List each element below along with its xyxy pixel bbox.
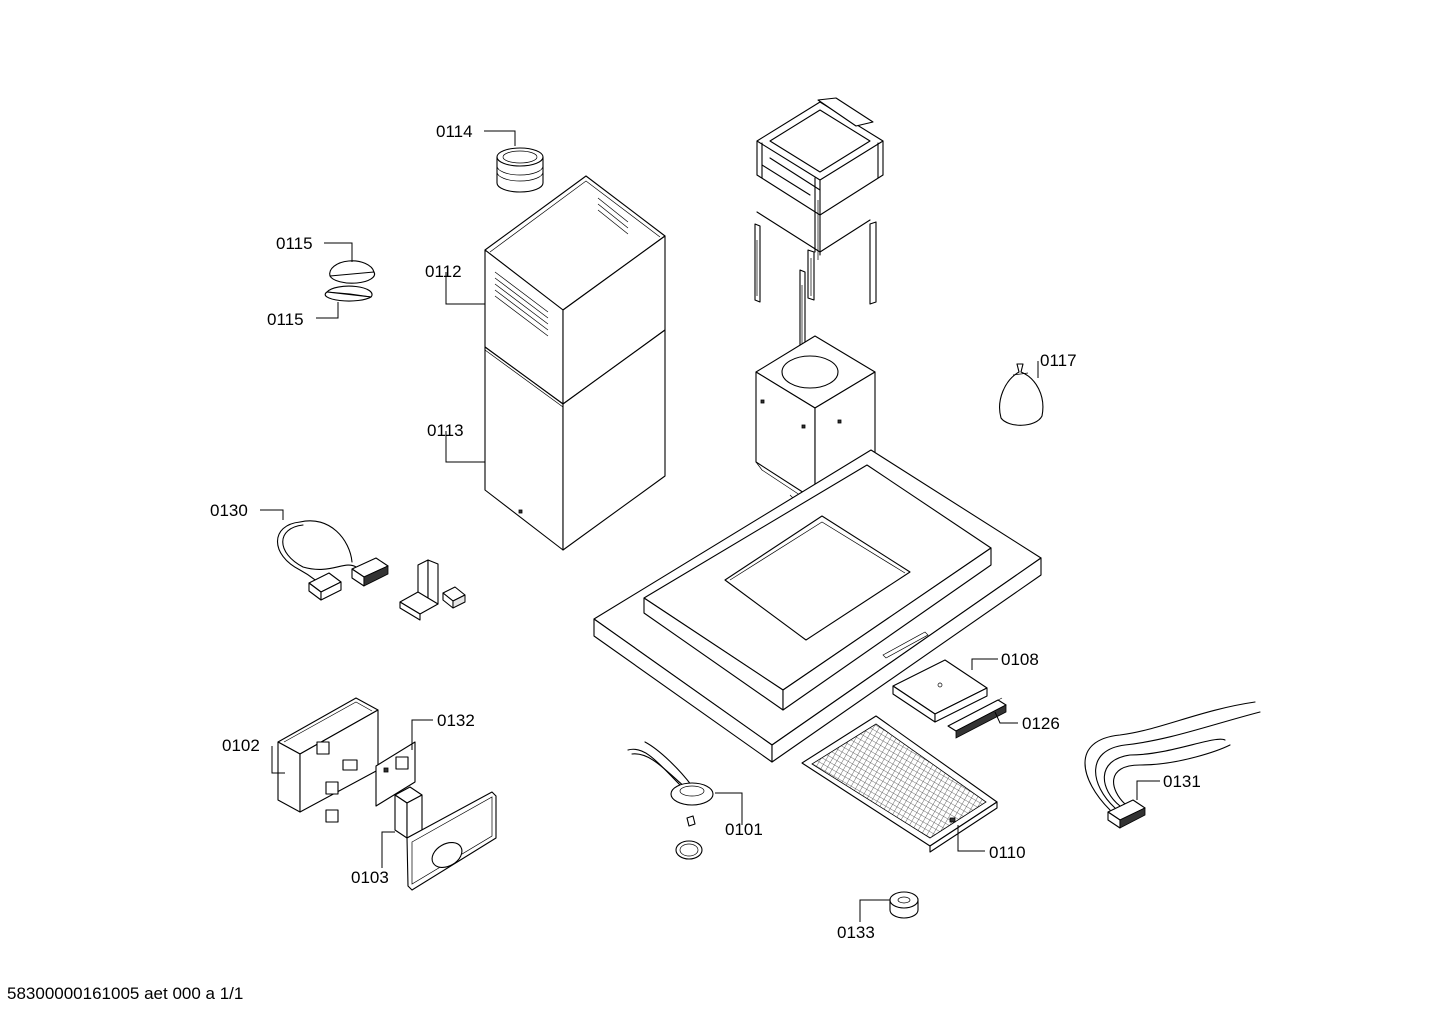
leader-lines [260,130,1160,922]
label-0115-lower: 0115 [267,310,304,329]
label-0132: 0132 [437,711,475,730]
label-0133: 0133 [837,923,875,942]
part-labels: 0114 0115 0115 0112 0113 0117 0130 0108 … [210,122,1201,942]
label-0110: 0110 [989,843,1026,862]
document-footer: 58300000161005 aet 000 a 1/1 [7,984,243,1003]
part-0114-duct-ring [496,147,544,193]
label-0130: 0130 [210,501,248,520]
label-0112: 0112 [425,262,462,281]
part-motor-frame [754,97,884,349]
part-hood-body [593,449,1042,763]
part-0133-tape-roll [889,891,919,919]
label-0103: 0103 [351,868,389,887]
part-cover-plate [406,791,497,891]
part-0131-wiring-harness [1084,701,1261,829]
label-0131: 0131 [1163,772,1201,791]
label-0102: 0102 [222,736,260,755]
label-0114: 0114 [436,122,473,141]
part-0130-cable [276,520,389,601]
part-0101-lamp [627,741,714,860]
part-0126-light-strip [947,697,1007,739]
label-0115-upper: 0115 [276,234,313,253]
part-bracket [399,559,466,621]
part-0112-0113-chimney [484,175,666,551]
part-0117-bag [999,363,1044,426]
label-0117: 0117 [1040,351,1077,370]
part-0115-clips [324,260,376,302]
part-0108-plate [892,659,988,723]
label-0101: 0101 [725,820,763,839]
label-0108: 0108 [1001,650,1039,669]
part-0132-pcb [375,741,416,807]
label-0126: 0126 [1022,714,1060,733]
part-0110-grease-filter [801,715,998,853]
part-0103-capacitor [394,786,423,839]
label-0113: 0113 [427,421,464,440]
part-0102-control-box [277,697,379,823]
